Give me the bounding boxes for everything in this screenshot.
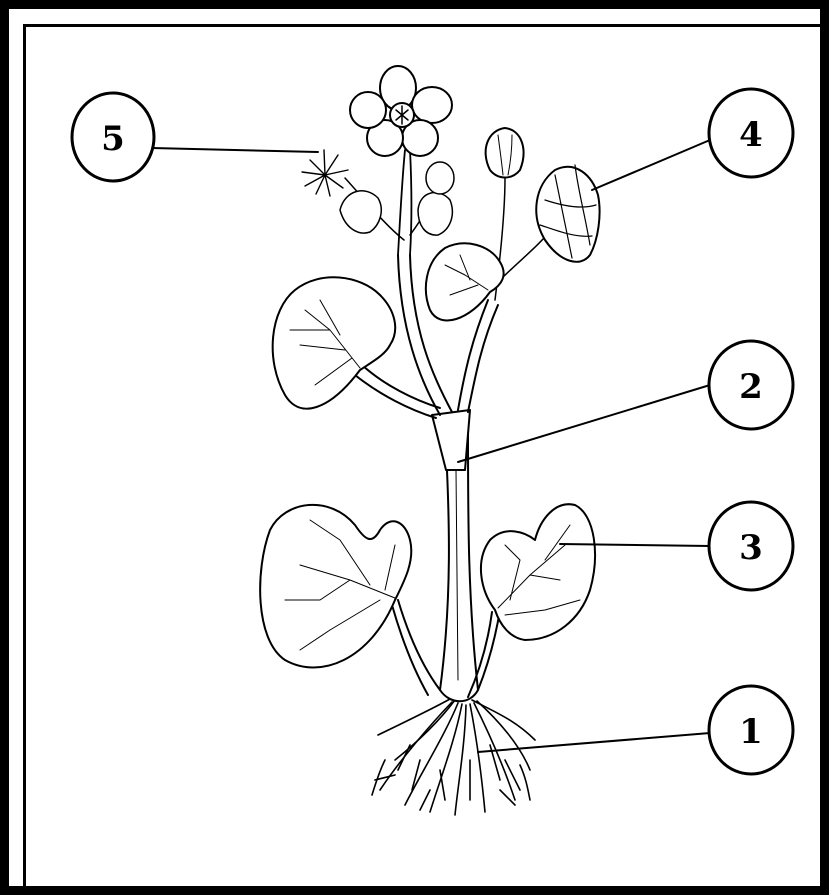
lower-left-leaf (259, 503, 413, 669)
fruit-illustration (484, 127, 601, 263)
callout-label-3: 3 (739, 528, 763, 568)
leader-line-4 (591, 139, 711, 191)
callout-circle-3 (707, 500, 795, 592)
callout-circle-4 (707, 87, 795, 179)
leader-line-1 (477, 732, 711, 753)
upper-right-leaf (424, 242, 505, 322)
callout-4: 4 (707, 87, 795, 179)
callout-label-1: 1 (739, 712, 763, 752)
leader-line-5 (151, 147, 319, 153)
roots-illustration (371, 698, 536, 816)
callout-1: 1 (707, 684, 795, 776)
callout-5: 5 (70, 91, 156, 183)
flower-illustration (301, 65, 455, 236)
callout-label-5: 5 (101, 119, 125, 159)
leader-line-3 (559, 543, 711, 547)
callout-3: 3 (707, 500, 795, 592)
diagram-inner-frame (23, 24, 824, 889)
lower-right-leaf (479, 503, 596, 641)
leader-line-2 (457, 384, 711, 463)
stem-illustration (344, 149, 556, 703)
callout-2: 2 (707, 339, 795, 431)
callout-circle-5 (70, 91, 156, 183)
upper-left-leaf (271, 276, 397, 410)
callout-circle-1 (707, 684, 795, 776)
callout-circle-2 (707, 339, 795, 431)
callout-label-4: 4 (739, 115, 763, 155)
callout-label-2: 2 (739, 367, 763, 407)
leader-lines (151, 139, 711, 753)
